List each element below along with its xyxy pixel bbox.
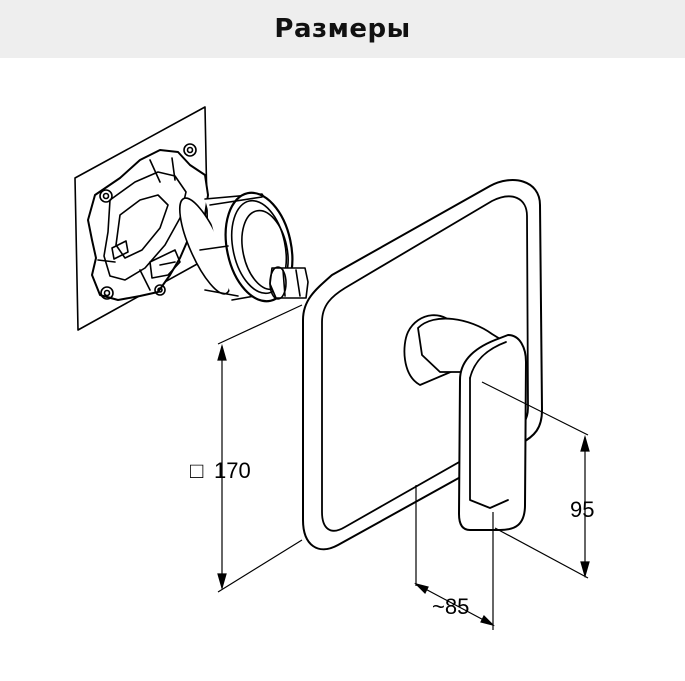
cover-size-label: 170 <box>214 458 251 483</box>
dimension-lines <box>217 304 590 630</box>
valve-housing <box>87 149 209 301</box>
page-header: Размеры <box>0 0 685 58</box>
valve-stem <box>269 267 309 299</box>
cover-size-symbol: □ <box>190 458 203 483</box>
page-title: Размеры <box>274 14 411 44</box>
lever-depth-label: ~85 <box>432 594 469 619</box>
lever-height-label: 95 <box>570 497 594 522</box>
rough-in-valve-body <box>74 106 309 331</box>
technical-drawing: □ 170 95 ~85 <box>74 106 594 630</box>
mixer-lever <box>403 314 527 531</box>
